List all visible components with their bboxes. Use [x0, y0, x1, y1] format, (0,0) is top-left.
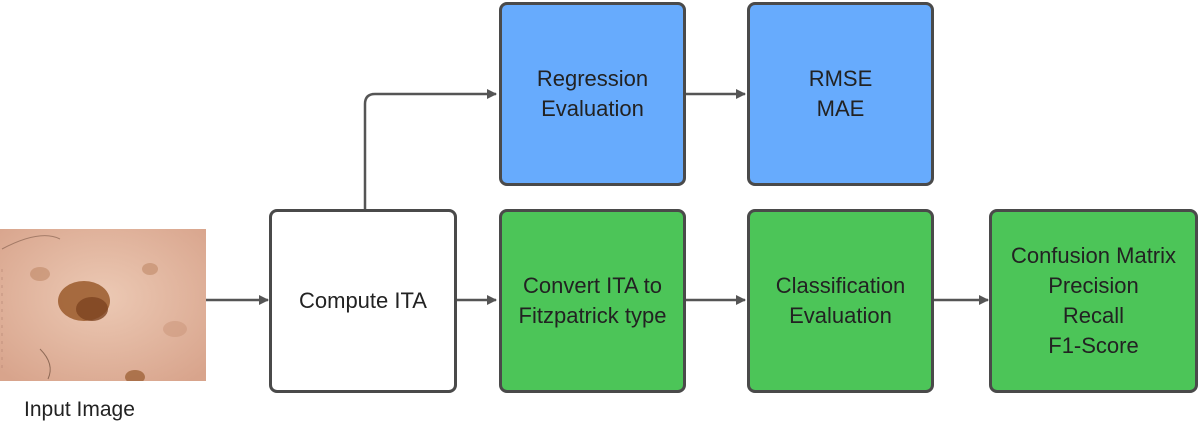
convert-ita-label-line1: Convert ITA to — [523, 273, 662, 298]
compute-ita-label: Compute ITA — [299, 288, 427, 313]
metrics-node: Confusion Matrix Precision Recall F1-Sco… — [989, 209, 1198, 393]
classification-evaluation-label-line1: Classification — [775, 273, 906, 298]
f1-score-label: F1-Score — [1048, 333, 1139, 358]
regression-evaluation-label-line1: Regression — [536, 66, 649, 91]
recall-label: Recall — [1062, 303, 1125, 328]
confusion-matrix-label: Confusion Matrix — [1010, 243, 1177, 268]
regression-evaluation-node: Regression Evaluation — [499, 2, 686, 186]
rmse-label: RMSE — [808, 66, 873, 91]
classification-evaluation-node: Classification Evaluation — [747, 209, 934, 393]
precision-label: Precision — [1048, 273, 1139, 298]
classification-evaluation-label-line2: Evaluation — [789, 303, 892, 328]
compute-ita-node: Compute ITA — [269, 209, 457, 393]
input-skin-image — [0, 229, 206, 381]
arrow-compute-to-regression — [363, 89, 497, 209]
mae-label: MAE — [816, 96, 865, 121]
regression-evaluation-label-line2: Evaluation — [541, 96, 644, 121]
rmse-mae-node: RMSE MAE — [747, 2, 934, 186]
convert-ita-node: Convert ITA to Fitzpatrick type — [499, 209, 686, 393]
convert-ita-label-line2: Fitzpatrick type — [518, 303, 667, 328]
input-image-caption: Input Image — [24, 398, 135, 421]
